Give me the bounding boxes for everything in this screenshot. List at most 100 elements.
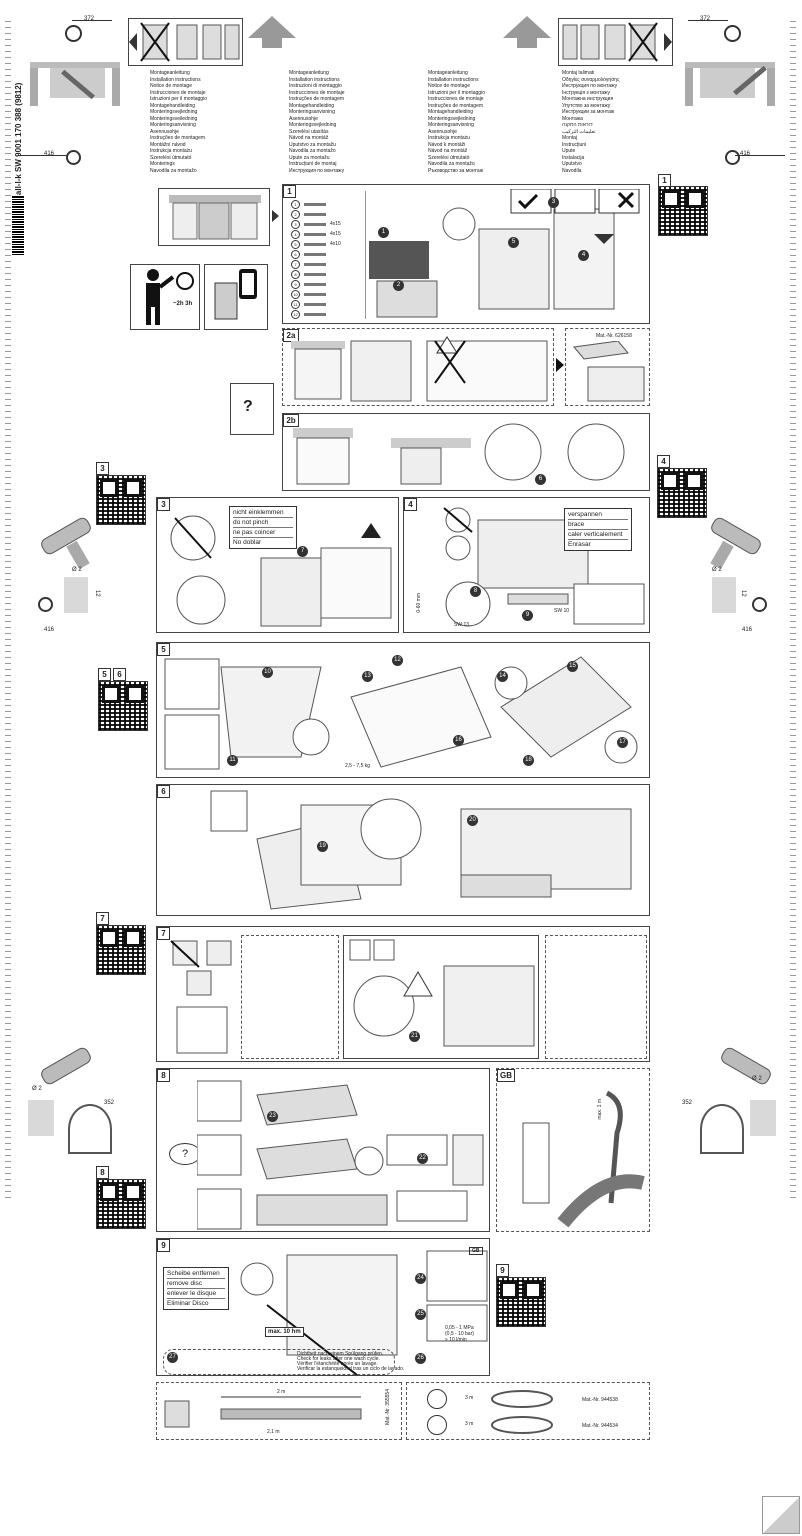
callout-9: 9	[522, 610, 533, 621]
language-entry: Montagehandleiding	[424, 109, 549, 116]
callout-15: 15	[567, 661, 578, 672]
callout-25: 25	[415, 1309, 426, 1320]
language-entry-label: Инструкция по монтажу	[562, 83, 618, 89]
language-entry: Asennusohje	[285, 116, 410, 123]
qr-code-3[interactable]	[96, 475, 146, 525]
language-entry: Instruções de montagem	[146, 135, 271, 142]
mat-nr-944534: Mat.-Nr. 944534	[582, 1423, 618, 1429]
language-entry: Istruzioni per il montaggio	[146, 96, 271, 103]
part-spec: 4x15	[330, 231, 341, 237]
language-entry-label: Monteringsanvisning	[428, 122, 474, 128]
language-entry-label: Montážní návod	[150, 141, 186, 148]
warn4-de: verspannen	[568, 510, 628, 520]
mount-foot-left	[68, 1104, 112, 1154]
cabinet-options-right	[558, 18, 673, 66]
step-5-panel: 5 2,5 - 7,5 kg 10 11 12 13 14 15 16 17 1…	[156, 642, 650, 778]
language-entry: Asennusohje	[424, 129, 549, 136]
language-entry-label: Navodila za montažo	[150, 167, 197, 174]
part-glyph-icon	[304, 262, 326, 266]
language-entry: Montaj	[558, 135, 683, 142]
language-entry: Monteringsvejledning	[424, 116, 549, 123]
language-entry-label: Instruções de montagem	[289, 96, 345, 102]
language-entry: Instrukcja montażu	[424, 135, 549, 142]
dim-mid-right: 416	[742, 627, 753, 633]
barcode-icon	[12, 195, 24, 255]
step-number: 7	[157, 927, 170, 940]
language-entry-label: Instruções de montagem	[150, 135, 206, 141]
screw-icon-tl	[65, 25, 82, 42]
callout-23: 23	[267, 1111, 278, 1122]
step-2a-drawing	[291, 336, 548, 402]
leak-check-box	[163, 1349, 395, 1375]
drill-diameter-right: Ø 2	[712, 567, 722, 573]
language-entry-label: Uputstvo za montažu	[289, 141, 336, 148]
arrow-up-icon-right	[503, 16, 551, 38]
step-7-main	[343, 935, 539, 1059]
language-entry: Návod k montáži	[424, 142, 549, 149]
language-entry: Instrucțiuni	[558, 142, 683, 149]
chevron-right-icon	[272, 210, 279, 222]
smartphone-scan-icon	[214, 269, 257, 320]
question-mark-icon: ?	[243, 398, 253, 415]
hose-length-2: 2 m	[277, 1389, 286, 1395]
drill-icon-lower-right	[710, 1040, 780, 1100]
part-number: 5	[291, 239, 300, 249]
language-entry-label: Montageanleitung	[428, 70, 468, 76]
step-number: 4	[404, 498, 417, 511]
warn3-es: No doblar	[233, 539, 262, 546]
page-curl-icon[interactable]	[762, 1496, 800, 1534]
gb-badge: GB	[469, 1247, 483, 1255]
gb-label: GB	[497, 1069, 515, 1082]
language-entry-label: Installation instructions	[428, 76, 479, 83]
part-number: 9	[291, 279, 300, 289]
phone-qr-pictogram	[204, 264, 268, 330]
accessory-hose-panel: 2,1 m 2 m Mat.-Nr. 355554	[156, 1382, 402, 1440]
callout-3: 3	[548, 197, 559, 208]
language-entry-label: Montageanleitung	[289, 70, 329, 76]
language-entry: Instrucciones de montaje	[285, 90, 410, 97]
part-glyph-icon	[304, 302, 326, 306]
leak-check-es: Verificar la estanqueidad tras un ciclo …	[297, 1366, 405, 1372]
qr-code-1[interactable]	[658, 186, 708, 236]
dim-line-sl	[18, 155, 68, 156]
warn9-de: Scheibe entfernen	[167, 1269, 225, 1279]
dim-mid-left: 416	[44, 627, 55, 633]
dim-mount-left: 352	[104, 1100, 115, 1106]
part-glyph-icon	[304, 242, 326, 246]
language-entry: Asennusohje	[146, 129, 271, 136]
step-1-drawing	[369, 189, 640, 318]
language-entry-label: Istruzioni per il montaggio	[150, 96, 207, 102]
dim-line-sr	[735, 155, 785, 156]
language-entry: Installation instructions	[424, 77, 549, 84]
screw-icon-mr	[752, 597, 767, 612]
part-glyph-icon	[304, 212, 326, 216]
part-spec: 4x15	[330, 221, 341, 227]
warning-no-pinch: nicht einklemmen do not pinch ne pas coi…	[229, 506, 297, 549]
socket-icon-2	[427, 1415, 447, 1435]
qr-code-4[interactable]	[657, 468, 707, 518]
callout-16: 16	[453, 735, 464, 746]
callout-6: 6	[535, 474, 546, 485]
qr-code-8[interactable]	[96, 1179, 146, 1229]
language-entry: Instrucciones de montaje	[424, 96, 549, 103]
part-glyph-icon	[304, 232, 326, 236]
qr-code-5-6[interactable]	[98, 681, 148, 731]
arrow-right-icon	[556, 358, 564, 372]
callout-10: 10	[262, 667, 273, 678]
drill-depth-right: 12	[740, 590, 746, 597]
step-9-drawing	[240, 1250, 488, 1375]
language-entry-label: Monterings	[150, 161, 175, 167]
step-number: 6	[157, 785, 170, 798]
qr-code-9[interactable]	[496, 1277, 546, 1327]
mount-block-left	[28, 1100, 54, 1136]
language-entry: Upute	[558, 148, 683, 155]
callout-8: 8	[470, 586, 481, 597]
part-item: 8	[291, 269, 361, 279]
dishwasher-cabinet-drawing	[169, 195, 261, 240]
spanner-sw13: SW 13	[454, 622, 470, 628]
screw-icon-tr	[724, 25, 741, 42]
qr-code-7[interactable]	[96, 925, 146, 975]
cabinet-options-left	[128, 18, 243, 66]
